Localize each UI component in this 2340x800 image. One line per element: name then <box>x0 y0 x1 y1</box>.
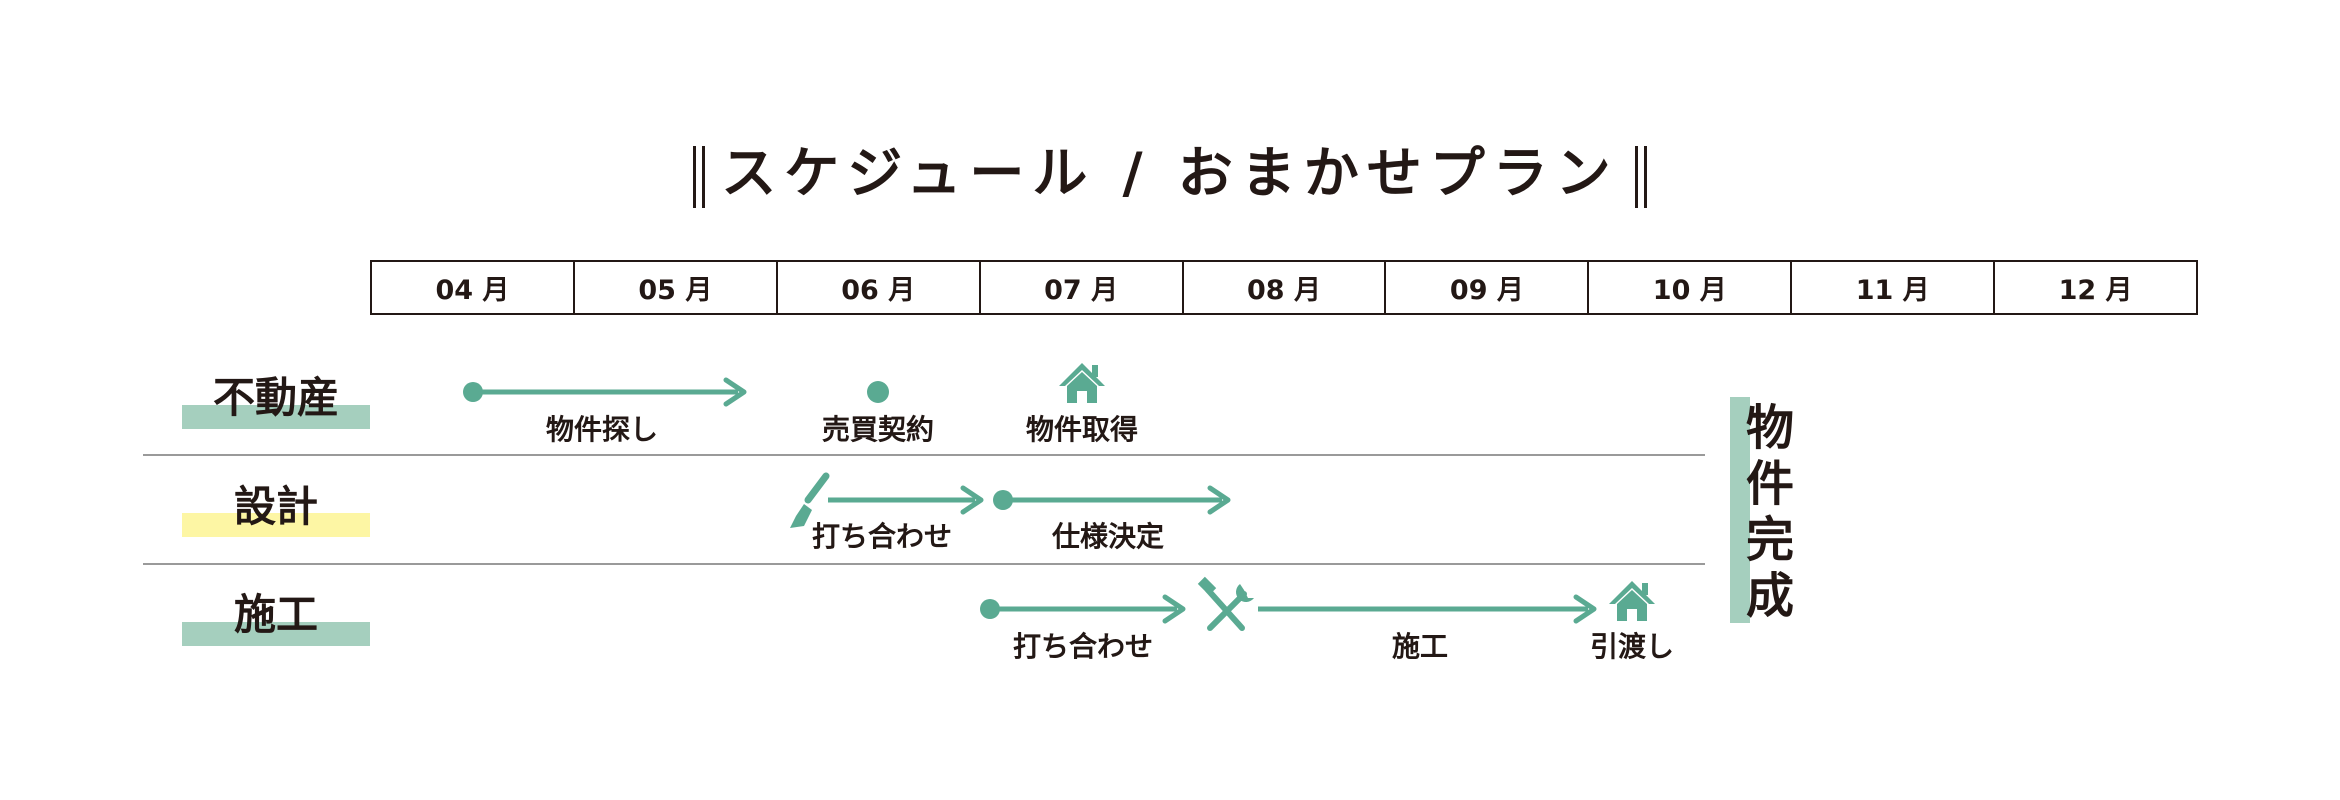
event-label-acquire: 物件取得 <box>1025 413 1138 446</box>
month-cell: 10 月 <box>1589 262 1793 313</box>
house-icon <box>1609 581 1655 621</box>
month-header: 04 月 05 月 06 月 07 月 08 月 09 月 10 月 11 月 … <box>370 260 2198 315</box>
completion-band <box>1730 397 1750 623</box>
completion-label: 物 件 完 成 <box>1740 400 1800 624</box>
paintbrush-icon <box>790 472 830 528</box>
month-cell: 09 月 <box>1386 262 1590 313</box>
category-label-design: 設計 <box>233 482 318 531</box>
completion-char: 成 <box>1745 568 1794 624</box>
construction-meeting-arrow <box>980 594 1186 624</box>
event-label-design-meeting: 打ち合わせ <box>811 520 952 553</box>
row-divider <box>143 454 1705 456</box>
month-cell: 12 月 <box>2058 275 2133 306</box>
category-label-realestate: 不動産 <box>212 373 339 422</box>
page-title: スケジュール / おまかせプラン <box>0 128 2340 218</box>
hammer-wrench-icon <box>1197 576 1254 631</box>
month-cell: 11 月 <box>1792 262 1996 313</box>
title-left-bar <box>693 145 706 208</box>
event-label-construction-meeting: 打ち合わせ <box>1012 630 1153 663</box>
design-spec-arrow <box>993 485 1231 515</box>
event-label-handover: 引渡し <box>1589 630 1674 663</box>
realestate-contract-dot <box>867 381 889 403</box>
design-meeting-arrow <box>828 485 984 515</box>
house-icon <box>1059 363 1105 403</box>
month-cell: 04 月 <box>372 262 575 313</box>
category-band-construction <box>182 622 370 646</box>
month-cell: 08 月 <box>1184 262 1387 313</box>
event-label-spec: 仕様決定 <box>1051 520 1164 553</box>
month-cell: 05 月 <box>575 262 778 313</box>
completion-char: 完 <box>1745 512 1794 568</box>
completion-char: 物 <box>1745 400 1794 456</box>
completion-char: 件 <box>1745 456 1794 512</box>
month-cell: 06 月 <box>778 262 981 313</box>
title-right-bar <box>1634 145 1647 208</box>
event-label-build: 施工 <box>1391 630 1448 663</box>
row-divider <box>143 563 1705 565</box>
category-band-realestate <box>182 405 370 429</box>
event-label-contract: 売買契約 <box>821 413 934 446</box>
month-cell: 07 月 <box>981 262 1184 313</box>
title-text: スケジュール / おまかせプラン <box>721 141 1619 205</box>
category-label-construction: 施工 <box>233 590 318 639</box>
realestate-search-arrow <box>463 377 747 407</box>
event-label-search: 物件探し <box>545 413 658 446</box>
category-band-design <box>182 513 370 537</box>
construction-build-arrow <box>1258 594 1597 624</box>
